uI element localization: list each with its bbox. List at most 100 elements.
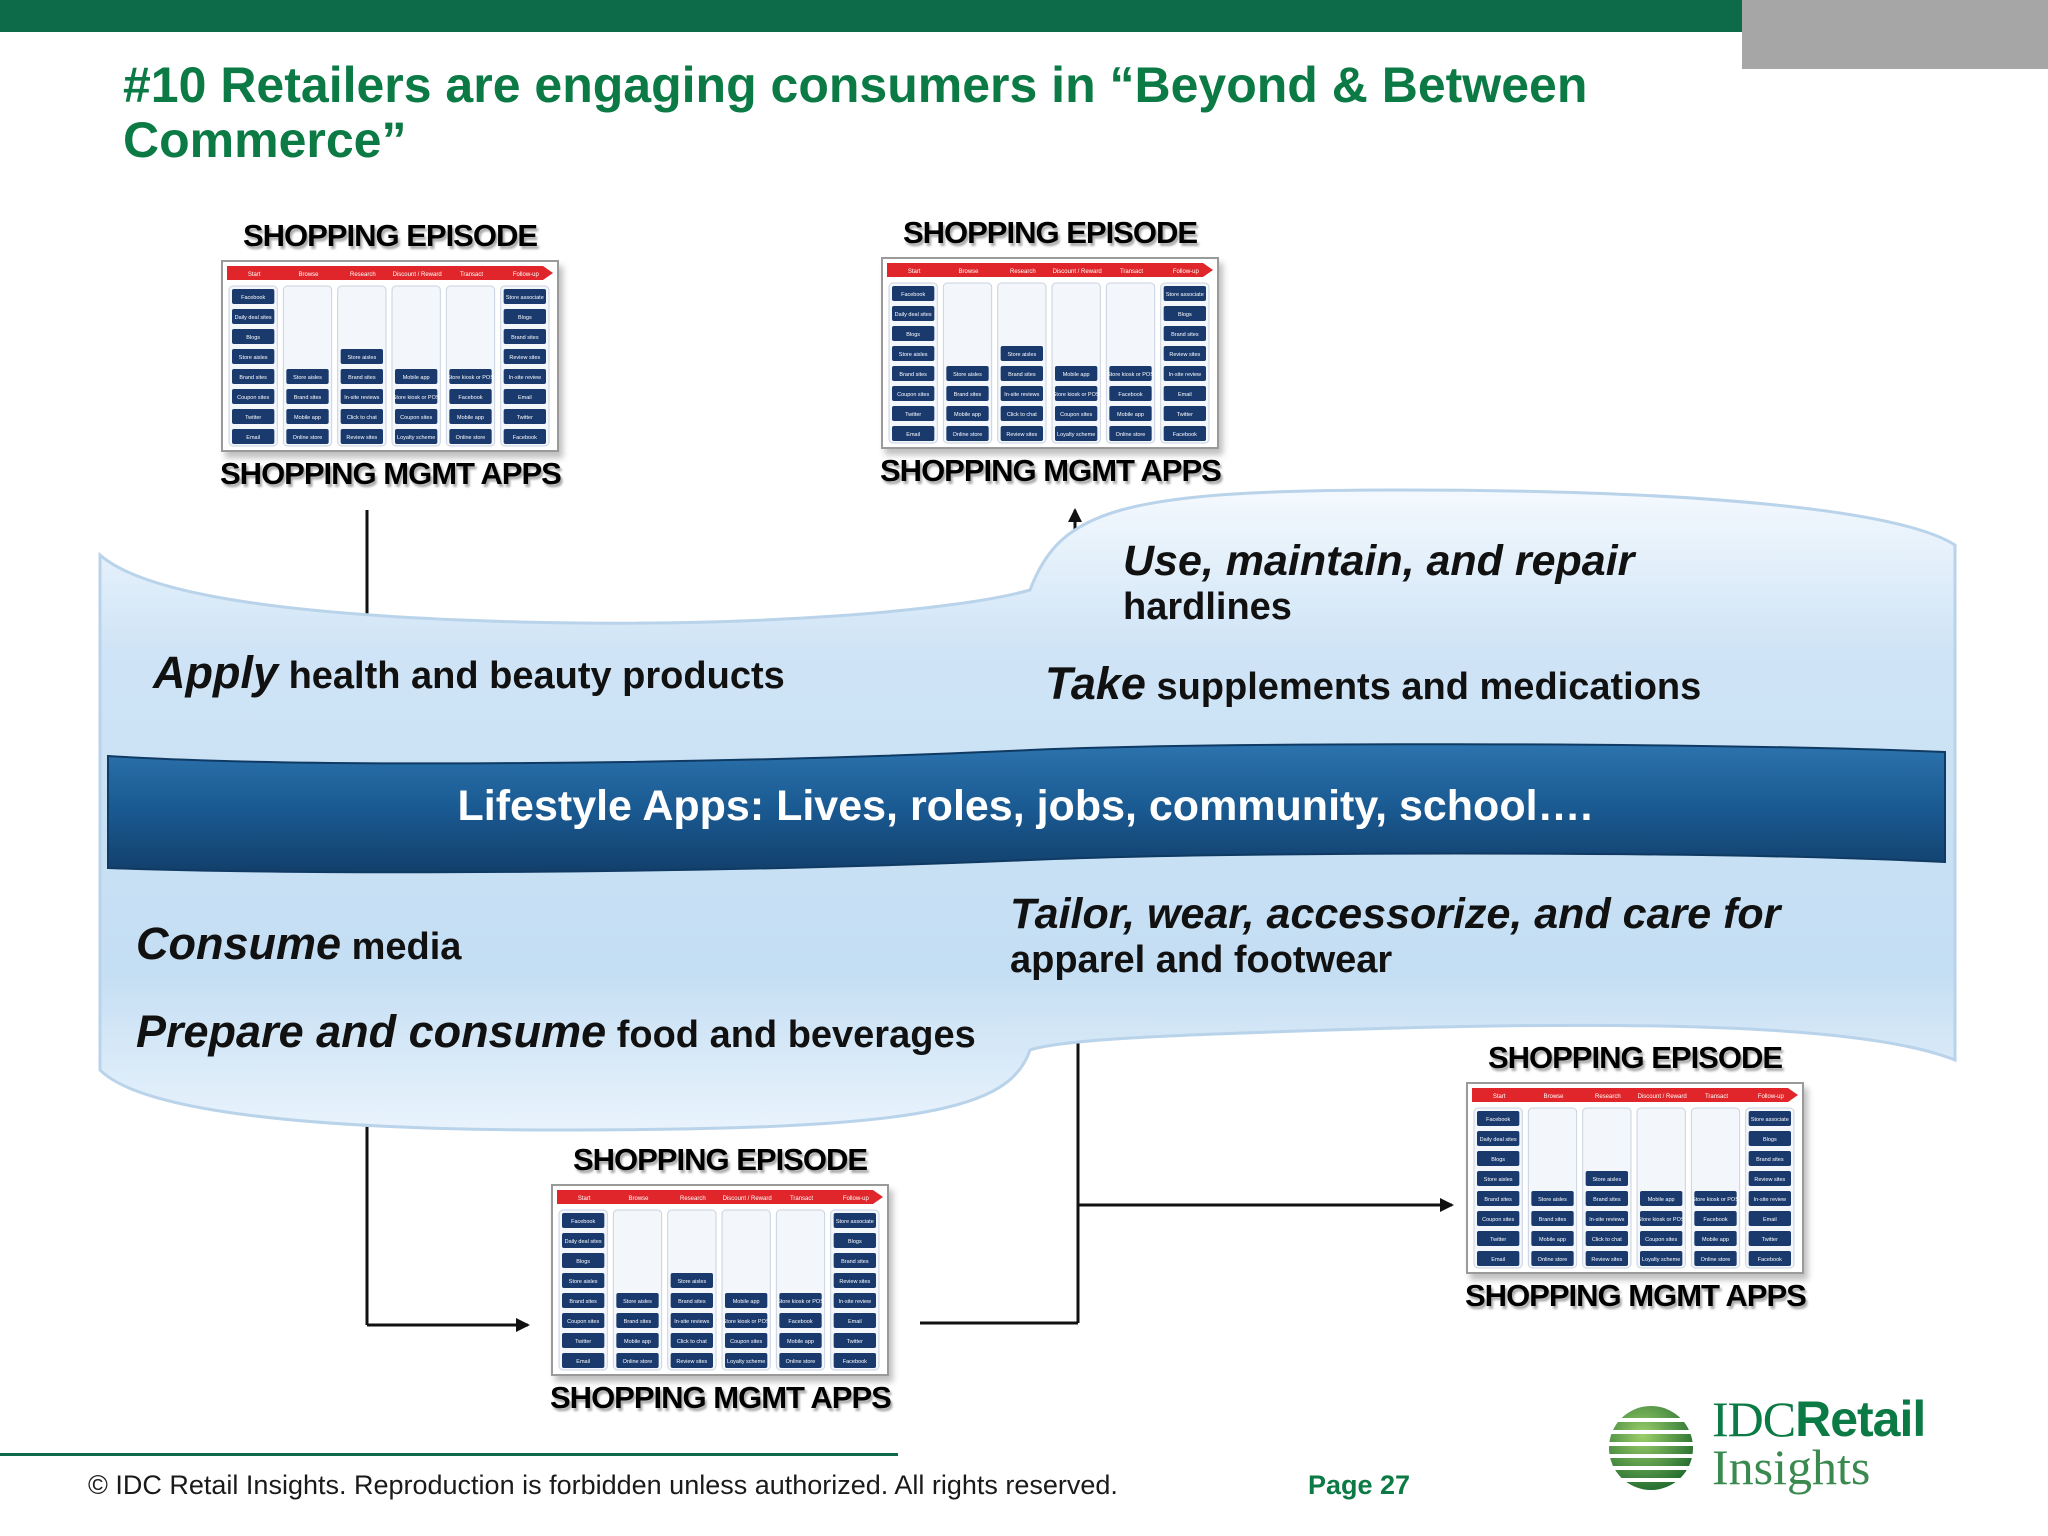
touchpoint-box [1531, 1191, 1574, 1206]
touchpoint-label: Daily deal sites [565, 1239, 602, 1245]
top-gray-block [1742, 0, 2048, 69]
touchpoint-label: Online store [1538, 1257, 1568, 1263]
touchpoint-label: Online store [456, 435, 486, 441]
touchpoint-box [779, 1353, 822, 1368]
touchpoint-box [670, 1293, 713, 1308]
touchpoint-label: Store associate [1166, 292, 1204, 298]
touchpoint-box [725, 1353, 768, 1368]
touchpoint-box [1477, 1131, 1520, 1146]
stage-label: Browse [298, 272, 319, 278]
touchpoint-label: Twitter [575, 1339, 591, 1345]
idc-retail-insights-logo: IDCRetail Insights [1596, 1390, 1956, 1510]
touchpoint-box [1163, 326, 1206, 341]
touchpoint-box [562, 1213, 605, 1228]
touchpoint-box [1640, 1231, 1683, 1246]
touchpoint-box [616, 1293, 659, 1308]
touchpoint-label: Brand sites [899, 372, 927, 378]
touchpoint-label: Store kiosk or POS [393, 395, 440, 401]
stage-label: Transact [460, 272, 483, 278]
touchpoint-box [946, 406, 989, 421]
touchpoint-label: Twitter [245, 415, 261, 421]
touchpoint-box [892, 386, 935, 401]
touchpoint-box [779, 1313, 822, 1328]
touchpoint-label: Facebook [571, 1219, 595, 1225]
touchpoint-box [1748, 1111, 1791, 1126]
touchpoint-label: Store kiosk or POS [1053, 392, 1100, 398]
touchpoint-label: Store aisles [239, 355, 268, 361]
episode-heading: SHOPPING EPISODE [902, 215, 1198, 250]
touchpoint-label: Loyalty scheme [1642, 1257, 1680, 1263]
touchpoint-box [395, 429, 438, 444]
touchpoint-box [725, 1333, 768, 1348]
touchpoint-box [946, 386, 989, 401]
stage-column [1636, 1107, 1686, 1269]
touchpoint-box [1748, 1151, 1791, 1166]
touchpoint-label: Email [1491, 1257, 1505, 1263]
touchpoint-label: Mobile app [733, 1299, 760, 1305]
touchpoint-label: Brand sites [348, 375, 376, 381]
stage-column [1105, 282, 1156, 444]
touchpoint-label: Store kiosk or POS [1692, 1197, 1739, 1203]
stage-column [391, 285, 441, 447]
episode-footer: SHOPPING MGMT APPS [880, 453, 1222, 488]
touchpoint-label: Brand sites [841, 1259, 869, 1265]
touchpoint-label: Store aisles [1592, 1177, 1621, 1183]
upper-right-text-1: Use, maintain, and repair [1123, 537, 1635, 585]
touchpoint-label: In-site reviews [674, 1319, 709, 1325]
touchpoint-label: Brand sites [624, 1319, 652, 1325]
touchpoint-label: Brand sites [239, 375, 267, 381]
touchpoint-label: Review sites [509, 355, 540, 361]
touchpoint-label: Mobile app [457, 415, 484, 421]
touchpoint-label: Brand sites [954, 392, 982, 398]
touchpoint-label: Loyalty scheme [727, 1359, 765, 1365]
touchpoint-box [833, 1333, 876, 1348]
touchpoint-label: Store aisles [569, 1279, 598, 1285]
logo-idc-text: IDCRetail [1712, 1391, 1926, 1447]
touchpoint-label: Twitter [847, 1339, 863, 1345]
lifestyle-band [107, 743, 1946, 874]
touchpoint-label: Store kiosk or POS [777, 1299, 824, 1305]
touchpoint-box [503, 329, 546, 344]
stage-column [667, 1209, 717, 1371]
touchpoint-label: Facebook [513, 435, 537, 441]
touchpoint-label: Store associate [1751, 1117, 1789, 1123]
lower-left-text-1: Consume media [136, 918, 462, 969]
touchpoint-box [1477, 1111, 1520, 1126]
touchpoint-label: Store aisles [899, 352, 928, 358]
touchpoint-box [562, 1333, 605, 1348]
touchpoint-box [503, 349, 546, 364]
stage-label: Browse [1543, 1094, 1564, 1100]
touchpoint-box [1748, 1251, 1791, 1266]
touchpoint-label: Coupon sites [1645, 1237, 1677, 1243]
touchpoint-label: Mobile app [624, 1339, 651, 1345]
touchpoint-label: Store aisles [293, 375, 322, 381]
touchpoint-box [779, 1333, 822, 1348]
touchpoint-box [340, 389, 383, 404]
touchpoint-box [833, 1213, 876, 1228]
touchpoint-label: Daily deal sites [895, 312, 932, 318]
stage-column [282, 285, 333, 447]
stage-label: Browse [958, 269, 979, 275]
touchpoint-label: Twitter [1177, 412, 1193, 418]
stage-label: Start [578, 1196, 591, 1202]
touchpoint-box [1055, 386, 1098, 401]
touchpoint-box [503, 389, 546, 404]
touchpoint-label: Coupon sites [1482, 1217, 1514, 1223]
touchpoint-label: Store kiosk or POS [447, 375, 494, 381]
stage-column [830, 1209, 880, 1371]
stage-label: Browse [628, 1196, 649, 1202]
touchpoint-box [892, 406, 935, 421]
touchpoint-box [833, 1273, 876, 1288]
touchpoint-label: Store kiosk or POS [1107, 372, 1154, 378]
touchpoint-label: Review sites [1754, 1177, 1785, 1183]
stage-label: Research [350, 272, 376, 278]
touchpoint-label: Store kiosk or POS [1638, 1217, 1685, 1223]
touchpoint-box [562, 1273, 605, 1288]
touchpoint-box [503, 289, 546, 304]
touchpoint-box [1477, 1171, 1520, 1186]
stage-column [1051, 282, 1101, 444]
stage-column [1527, 1107, 1578, 1269]
